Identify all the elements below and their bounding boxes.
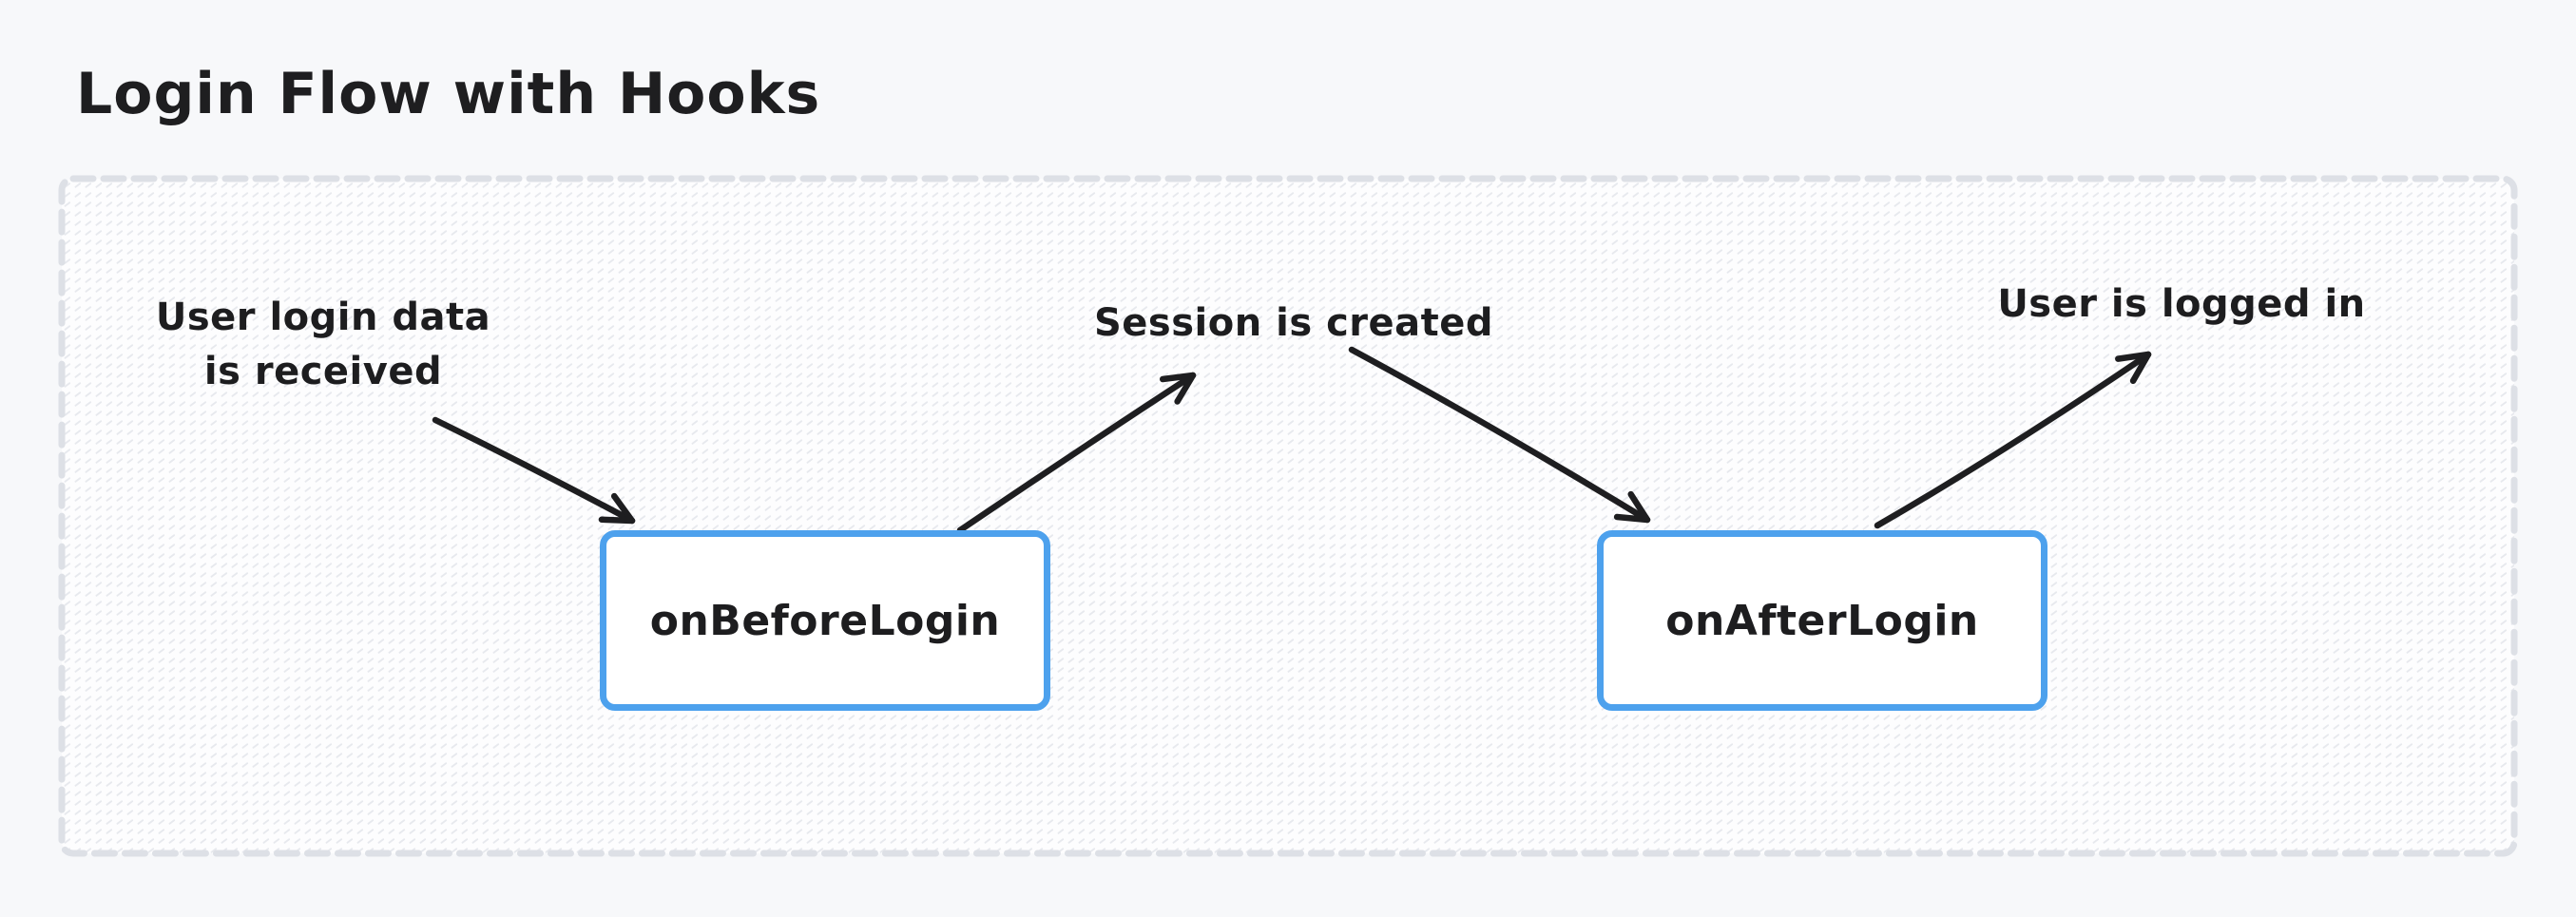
arrow-onbeforelogin-to-session[interactable]	[956, 372, 1197, 534]
diagram-title[interactable]: Login Flow with Hooks	[76, 61, 821, 127]
annotation-line: Session is created	[1093, 301, 1494, 345]
node-onbeforelogin[interactable]: onBeforeLogin	[600, 530, 1050, 711]
annotation-line: is received	[203, 349, 443, 393]
node-label: onBeforeLogin	[649, 596, 1001, 645]
annotation-user-login-data[interactable]: User login data is received	[124, 291, 523, 399]
annotation-line: User login data	[155, 296, 491, 339]
node-onafterlogin[interactable]: onAfterLogin	[1597, 530, 2047, 711]
frame-dashed-border	[58, 175, 2518, 857]
arrow-onafterlogin-to-loggedin[interactable]	[1874, 351, 2152, 529]
annotation-session-created[interactable]: Session is created	[1066, 296, 1522, 351]
annotation-line: User is logged in	[1997, 282, 2366, 326]
node-label: onAfterLogin	[1665, 596, 1979, 645]
annotation-user-logged-in[interactable]: User is logged in	[1996, 277, 2367, 332]
arrow-session-to-onafterlogin[interactable]	[1348, 346, 1651, 524]
arrow-received-to-onbeforelogin[interactable]	[432, 416, 636, 525]
